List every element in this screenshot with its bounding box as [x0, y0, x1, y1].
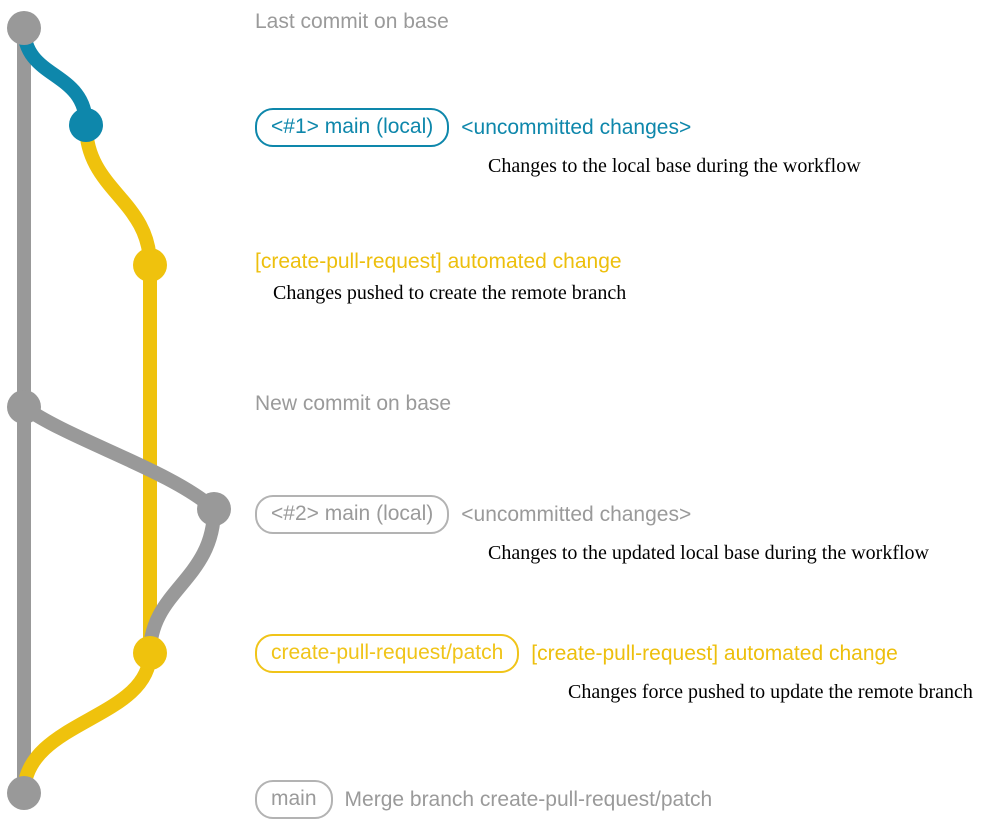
commit-node-local-2[interactable] [197, 492, 231, 526]
commit-node-patch-2[interactable] [133, 636, 167, 670]
commit-note: Changes force pushed to update the remot… [568, 681, 973, 703]
commit-row-automated-change-2: create-pull-request/patch [create-pull-r… [255, 634, 973, 703]
commit-subject: [create-pull-request] automated change [531, 641, 898, 665]
commit-node-patch-1[interactable] [133, 248, 167, 282]
commit-row-merge-branch: main Merge branch create-pull-request/pa… [255, 780, 712, 819]
commit-subject: Last commit on base [255, 10, 449, 33]
commit-row-last-commit-on-base: Last commit on base [255, 10, 449, 34]
commit-node-base-last[interactable] [7, 11, 41, 45]
commit-node-merge[interactable] [7, 776, 41, 810]
commit-subject: Merge branch create-pull-request/patch [344, 787, 713, 811]
commit-row-local-1-uncommitted: <#1> main (local) <uncommitted changes> … [255, 108, 861, 177]
commit-subject: <uncommitted changes> [461, 502, 692, 526]
commit-note: Changes pushed to create the remote bran… [273, 282, 627, 304]
commit-node-local-1[interactable] [69, 108, 103, 142]
patch-lane-merge-line [17, 646, 157, 800]
row-head: [create-pull-request] automated change [255, 250, 626, 274]
row-head: New commit on base [255, 392, 451, 416]
commit-node-base-new[interactable] [7, 390, 41, 424]
row-head: main Merge branch create-pull-request/pa… [255, 780, 712, 819]
commit-subject: New commit on base [255, 392, 452, 415]
row-head: create-pull-request/patch [create-pull-r… [255, 634, 973, 673]
commit-row-new-commit-on-base: New commit on base [255, 392, 451, 416]
row-head: <#1> main (local) <uncommitted changes> [255, 108, 861, 147]
commit-note: Changes to the updated local base during… [488, 542, 929, 564]
ref-badge-main[interactable]: main [255, 780, 333, 819]
row-head: Last commit on base [255, 10, 449, 34]
ref-badge-main-local-2[interactable]: <#2> main (local) [255, 495, 450, 534]
local-branch-line-2 [17, 400, 221, 516]
ref-badge-create-pull-request-patch[interactable]: create-pull-request/patch [255, 634, 520, 673]
local-branch-line-2-down [143, 502, 221, 660]
commit-row-automated-change-1: [create-pull-request] automated change C… [255, 250, 626, 304]
row-head: <#2> main (local) <uncommitted changes> [255, 495, 929, 534]
commit-row-local-2-uncommitted: <#2> main (local) <uncommitted changes> … [255, 495, 929, 564]
commit-note: Changes to the local base during the wor… [488, 155, 861, 177]
commit-subject: [create-pull-request] automated change [255, 250, 622, 273]
commit-subject: <uncommitted changes> [461, 115, 692, 139]
ref-badge-main-local-1[interactable]: <#1> main (local) [255, 108, 450, 147]
